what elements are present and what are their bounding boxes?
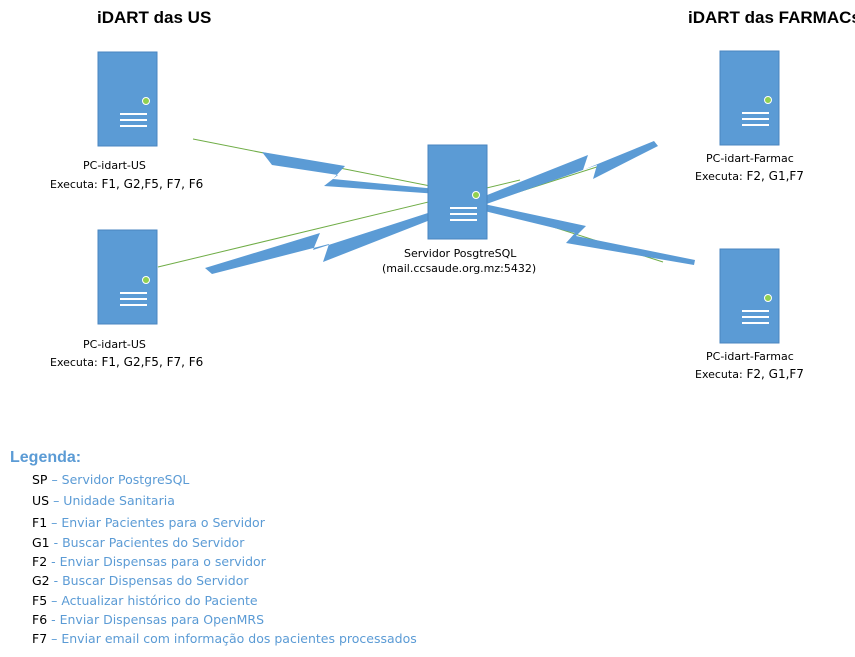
legend-item: SP – Servidor PostgreSQL bbox=[32, 472, 189, 487]
bolt-us-bottom bbox=[205, 202, 466, 274]
legend-item: F2 - Enviar Dispensas para o servidor bbox=[32, 554, 266, 569]
exec-value: F2, G1,F7 bbox=[742, 367, 804, 381]
legend-item: US – Unidade Sanitaria bbox=[32, 493, 175, 508]
legend-code: F5 bbox=[32, 593, 48, 608]
legend-item: F1 – Enviar Pacientes para o Servidor bbox=[32, 515, 265, 530]
status-led-icon bbox=[764, 96, 772, 104]
exec-label: Executa: bbox=[695, 170, 743, 183]
legend-code: US bbox=[32, 493, 50, 508]
legend-title: Legenda: bbox=[10, 449, 82, 466]
node-name-us-top: PC-idart-US bbox=[83, 159, 146, 172]
legend-item: F5 – Actualizar histórico do Paciente bbox=[32, 593, 258, 608]
exec-label: Executa: bbox=[695, 368, 743, 381]
legend-desc: – Unidade Sanitaria bbox=[49, 493, 175, 508]
legend-code: G2 bbox=[32, 573, 50, 588]
server-us-top bbox=[97, 51, 158, 147]
legend-code: F6 bbox=[32, 612, 48, 627]
status-led-icon bbox=[472, 191, 480, 199]
node-name-farmac-top: PC-idart-Farmac bbox=[706, 152, 794, 165]
legend-desc: - Enviar Dispensas para OpenMRS bbox=[47, 612, 265, 627]
legend-desc: – Enviar email com informação dos pacien… bbox=[47, 631, 417, 646]
legend-code: G1 bbox=[32, 535, 50, 550]
node-name-farmac-bottom: PC-idart-Farmac bbox=[706, 350, 794, 363]
legend-code: F2 bbox=[32, 554, 48, 569]
legend-desc: - Buscar Pacientes do Servidor bbox=[49, 535, 245, 550]
legend-code: SP bbox=[32, 472, 48, 487]
server-address: (mail.ccsaude.org.mz:5432) bbox=[382, 262, 537, 275]
bolt-farmac-top bbox=[472, 141, 658, 207]
server-farmac-bottom bbox=[719, 248, 780, 344]
exec-value: F1, G2,F5, F7, F6 bbox=[97, 355, 204, 369]
exec-label: Executa: bbox=[50, 178, 98, 191]
exec-value: F2, G1,F7 bbox=[742, 169, 804, 183]
legend-desc: – Actualizar histórico do Paciente bbox=[47, 593, 258, 608]
legend-desc: - Enviar Dispensas para o servidor bbox=[47, 554, 266, 569]
node-exec-us-top: Executa: F1, G2,F5, F7, F6 bbox=[50, 177, 203, 191]
legend-item: F7 – Enviar email com informação dos pac… bbox=[32, 631, 417, 646]
legend-code: F1 bbox=[32, 515, 48, 530]
bolt-farmac-bottom bbox=[468, 201, 695, 265]
legend-desc: – Enviar Pacientes para o Servidor bbox=[47, 515, 265, 530]
status-led-icon bbox=[142, 276, 150, 284]
status-led-icon bbox=[764, 294, 772, 302]
legend-code: F7 bbox=[32, 631, 48, 646]
status-led-icon bbox=[142, 97, 150, 105]
legend-item: F6 - Enviar Dispensas para OpenMRS bbox=[32, 612, 264, 627]
legend-item: G1 - Buscar Pacientes do Servidor bbox=[32, 535, 244, 550]
server-name: Servidor PosgtreSQL bbox=[404, 247, 517, 260]
legend-item: G2 - Buscar Dispensas do Servidor bbox=[32, 573, 248, 588]
node-exec-farmac-bottom: Executa: F2, G1,F7 bbox=[695, 367, 804, 381]
server-us-bottom bbox=[97, 229, 158, 325]
exec-label: Executa: bbox=[50, 356, 98, 369]
server-database bbox=[427, 144, 488, 240]
title-us: iDART das US bbox=[97, 8, 212, 27]
server-farmac-top bbox=[719, 50, 780, 146]
node-exec-us-bottom: Executa: F1, G2,F5, F7, F6 bbox=[50, 355, 203, 369]
wireless-links bbox=[205, 141, 695, 274]
legend-desc: - Buscar Dispensas do Servidor bbox=[49, 573, 249, 588]
node-exec-farmac-top: Executa: F2, G1,F7 bbox=[695, 169, 804, 183]
node-name-us-bottom: PC-idart-US bbox=[83, 338, 146, 351]
bolt-us-top bbox=[262, 152, 482, 197]
exec-value: F1, G2,F5, F7, F6 bbox=[97, 177, 204, 191]
title-farmacs: iDART das FARMACs bbox=[688, 8, 855, 27]
legend-desc: – Servidor PostgreSQL bbox=[47, 472, 190, 487]
